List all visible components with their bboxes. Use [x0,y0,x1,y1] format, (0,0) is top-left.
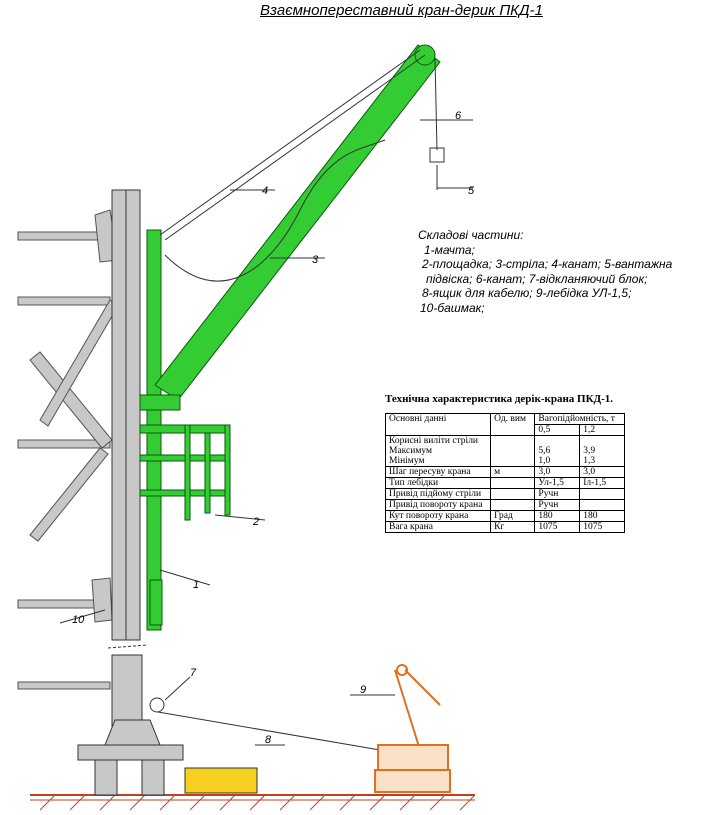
table-header-row: Основні данні Од. вим Вагопідйомність, т [384,413,625,436]
spec-table: Основні данні Од. вим Вагопідйомність, т… [384,413,625,533]
reach-max-v1: 5,6 [538,446,551,456]
header-col3: Вагопідйомність, т [534,413,625,425]
callout-8: 8 [265,734,272,746]
header-sub2: 1,2 [579,424,625,436]
header-col2: Од. вим [490,413,536,436]
header-sub1: 0,5 [534,424,581,436]
header-col1: Основні данні [384,413,492,436]
deflection-block [149,697,165,713]
table-row-reach: Корисні виліти стріли Максимум Мінімум 5… [384,435,625,467]
reach-min-v1: 1,0 [538,456,551,466]
reach-min-v2: 1,3 [583,456,596,466]
parts-line-4: 8-ящик для кабелю; 9-лебідка УЛ-1,5; [422,286,632,300]
spec-block: Технічна характеристика дерік-крана ПКД-… [375,393,625,533]
table-row: Привід повороту крана Ручн [384,499,625,511]
callout-4: 4 [262,185,268,197]
winch [374,664,451,793]
cable-box [184,767,258,794]
table-row: Шаг пересуву крана м 3,0 3,0 [384,466,625,478]
spec-title: Технічна характеристика дерік-крана ПКД-… [385,393,614,405]
reach-max-label: Максимум [389,446,432,456]
callout-5: 5 [468,185,475,197]
reach-label: Корисні виліти стріли [389,436,479,446]
parts-list: Складові частини: 1-мачта; 2-площадка; 3… [416,228,703,315]
callout-1: 1 [193,579,199,591]
table-row: Тип лебідки Ул-1,5 Іл-1,5 [384,477,625,489]
base [77,719,184,796]
reach-max-v2: 3,9 [583,446,596,456]
diagram-title: Взаємнопереставний кран-дерик ПКД-1 [260,2,543,19]
cables [157,49,445,751]
callout-2: 2 [252,516,259,528]
parts-line-3: підвіска; 6-канат; 7-відкланяючий блок; [426,271,648,286]
crane-green-parts [139,44,441,631]
callout-6: 6 [455,110,462,122]
ground [30,794,476,811]
building-frame [17,209,119,690]
parts-heading: Складові частини: [418,228,524,242]
leader-lines [59,119,473,746]
mast [107,189,149,736]
callout-10: 10 [72,614,85,626]
parts-line-5: 10-башмак; [420,300,485,315]
table-row: Вага крана Кг 1075 1075 [384,521,625,533]
callout-3: 3 [312,254,319,266]
callout-7: 7 [190,667,197,679]
parts-line-1: 1-мачта; [424,242,475,257]
parts-line-2: 2-площадка; 3-стріла; 4-канат; 5-вантажн… [422,257,673,271]
table-row: Кут повороту крана Град 180 180 [384,510,625,522]
table-row: Привід підйому стріли Ручн [384,488,625,500]
callout-9: 9 [360,684,366,696]
reach-min-label: Мінімум [389,456,425,466]
